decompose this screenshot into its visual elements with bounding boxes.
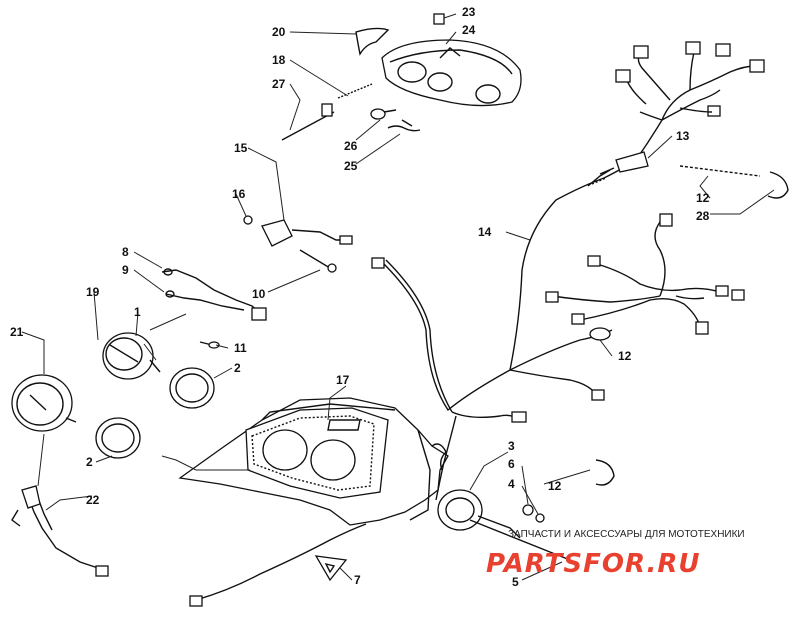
bracket-nut: [243, 215, 253, 225]
tachometer-gauge: [11, 374, 77, 432]
callout-27: 27: [272, 77, 286, 91]
callout-24: 24: [462, 23, 476, 37]
resistor-bracket: [261, 219, 353, 247]
callout-17: 17: [336, 373, 350, 387]
callout-15: 15: [234, 141, 248, 155]
trim-ring-upper: [169, 367, 215, 409]
spring-sleeve: [591, 165, 761, 185]
callout-18: 18: [272, 53, 286, 67]
callout-22: 22: [86, 493, 100, 507]
socket-clip: [387, 119, 421, 132]
light-spring: [337, 83, 373, 99]
bracket-screw: [299, 249, 337, 273]
callout-28: 28: [696, 209, 710, 223]
leader-lines: [21, 13, 775, 581]
bulb-socket: [370, 108, 397, 120]
headlight-bezel: [381, 39, 522, 107]
callout-12-middle: 12: [618, 349, 632, 363]
switch-connector: [599, 151, 649, 175]
grommet-middle: [589, 327, 611, 341]
callout-6: 6: [508, 457, 515, 471]
gauge-harness: [11, 485, 109, 577]
main-harness: [371, 159, 637, 501]
callout-19: 19: [86, 285, 100, 299]
callout-3: 3: [508, 439, 515, 453]
callout-1: 1: [134, 305, 141, 319]
callout-14: 14: [478, 225, 492, 239]
light-bolt: [281, 103, 335, 141]
callout-11: 11: [234, 341, 247, 355]
callout-25: 25: [344, 159, 358, 173]
watermark-caption: ЗАПЧАСТИ И АКСЕССУАРЫ ДЛЯ МОТОТЕХНИКИ: [508, 529, 745, 540]
callout-2-upper: 2: [234, 361, 241, 375]
callout-16: 16: [232, 187, 246, 201]
callout-12-lower: 12: [548, 479, 562, 493]
callout-21: 21: [10, 325, 24, 339]
gauge-bulb: [199, 341, 220, 349]
callout-13: 13: [676, 129, 690, 143]
callout-9: 9: [122, 263, 129, 277]
switch-washer: [522, 504, 534, 516]
speedometer-gauge: [102, 332, 161, 380]
ignition-switch: [437, 489, 571, 561]
accessory-harness: [545, 213, 745, 335]
trim-ring-lower: [95, 417, 141, 459]
watermark-logo: PARTSFOR.RU: [486, 549, 700, 579]
callout-23: 23: [462, 5, 476, 19]
console-housing: [178, 397, 449, 526]
callout-8: 8: [122, 245, 129, 259]
retaining-clip-top: [767, 171, 789, 199]
bezel-clip: [433, 13, 445, 25]
rubber-strap: [355, 27, 390, 56]
retaining-clip-lower: [595, 459, 615, 486]
callout-7: 7: [354, 573, 361, 587]
callout-4: 4: [508, 477, 515, 491]
lower-cable: [189, 523, 367, 607]
callout-12-top: 12: [696, 191, 710, 205]
callout-2-lower: 2: [86, 455, 93, 469]
callout-20: 20: [272, 25, 286, 39]
callout-26: 26: [344, 139, 358, 153]
warning-decal: [314, 555, 348, 582]
switch-nut: [535, 513, 545, 523]
callout-5: 5: [512, 575, 519, 589]
speedo-harness: [161, 268, 267, 321]
callout-10: 10: [252, 287, 266, 301]
top-harness: [615, 41, 765, 161]
